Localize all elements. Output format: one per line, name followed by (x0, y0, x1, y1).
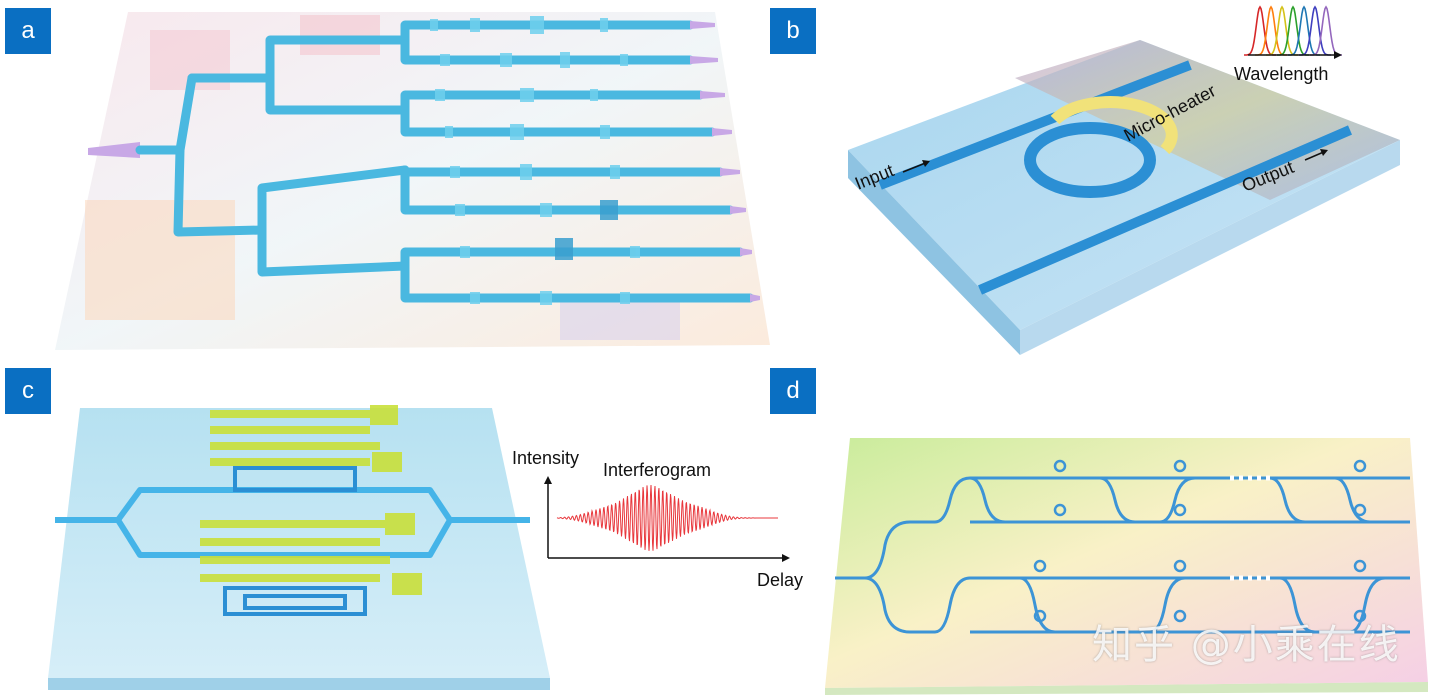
output-tapers (690, 21, 760, 302)
spectrum-peak (1255, 5, 1287, 56)
panel-b-label: b (770, 8, 816, 54)
waveguide-tree (135, 20, 755, 303)
electrodes-bottom (200, 513, 422, 595)
panel-b-illustration: Input Output Micro-heater Wavelength (848, 5, 1400, 355)
ring-resonator (1024, 122, 1156, 198)
panel-c: Intensity Interferogram Delay c (0, 360, 820, 695)
electrodes-top (210, 405, 402, 472)
panel-c-label: c (5, 368, 51, 414)
chip-substrate (825, 438, 1428, 688)
spectrum-peak (1266, 5, 1298, 56)
panel-a-label: a (5, 8, 51, 54)
panel-b: Input Output Micro-heater Wavelength b (770, 0, 1440, 400)
panel-a-illustration (55, 12, 770, 350)
chip-side-front (848, 150, 1020, 355)
spectrum-peak (1299, 5, 1331, 56)
chip-side-right (1020, 140, 1400, 355)
spectrum-peak (1288, 5, 1320, 56)
interferogram-trace (556, 484, 778, 551)
panel-d-label: d (770, 368, 816, 414)
heater-block (1015, 40, 1400, 200)
panel-d-illustration (825, 438, 1428, 695)
grating-blocks (430, 16, 640, 305)
bus-waveguides (878, 60, 1352, 295)
spectrum-peak (1244, 5, 1276, 56)
interferogram-curve (556, 484, 778, 551)
panel-a: a (0, 0, 770, 360)
wavelength-label: Wavelength (1234, 64, 1328, 84)
panel-d: d (770, 360, 1440, 695)
spiral-waveguides (223, 466, 367, 616)
interferogram-ylabel: Intensity (512, 448, 579, 468)
spectrum-peak (1277, 5, 1309, 56)
watermark: 知乎 @小乘在线 (1092, 622, 1401, 668)
ellipsis-gaps (1230, 475, 1270, 581)
panel-c-illustration: Intensity Interferogram Delay (48, 405, 803, 690)
spectrum-peak (1310, 5, 1342, 56)
micro-heater-arc (1050, 96, 1178, 155)
spectrum-peaks (1244, 5, 1342, 56)
input-taper (88, 142, 140, 158)
interferogram-xlabel: Delay (757, 570, 803, 590)
interferogram-title: Interferogram (603, 460, 711, 480)
waveguide-mesh (835, 476, 1410, 634)
ring-resonators (1033, 459, 1367, 623)
